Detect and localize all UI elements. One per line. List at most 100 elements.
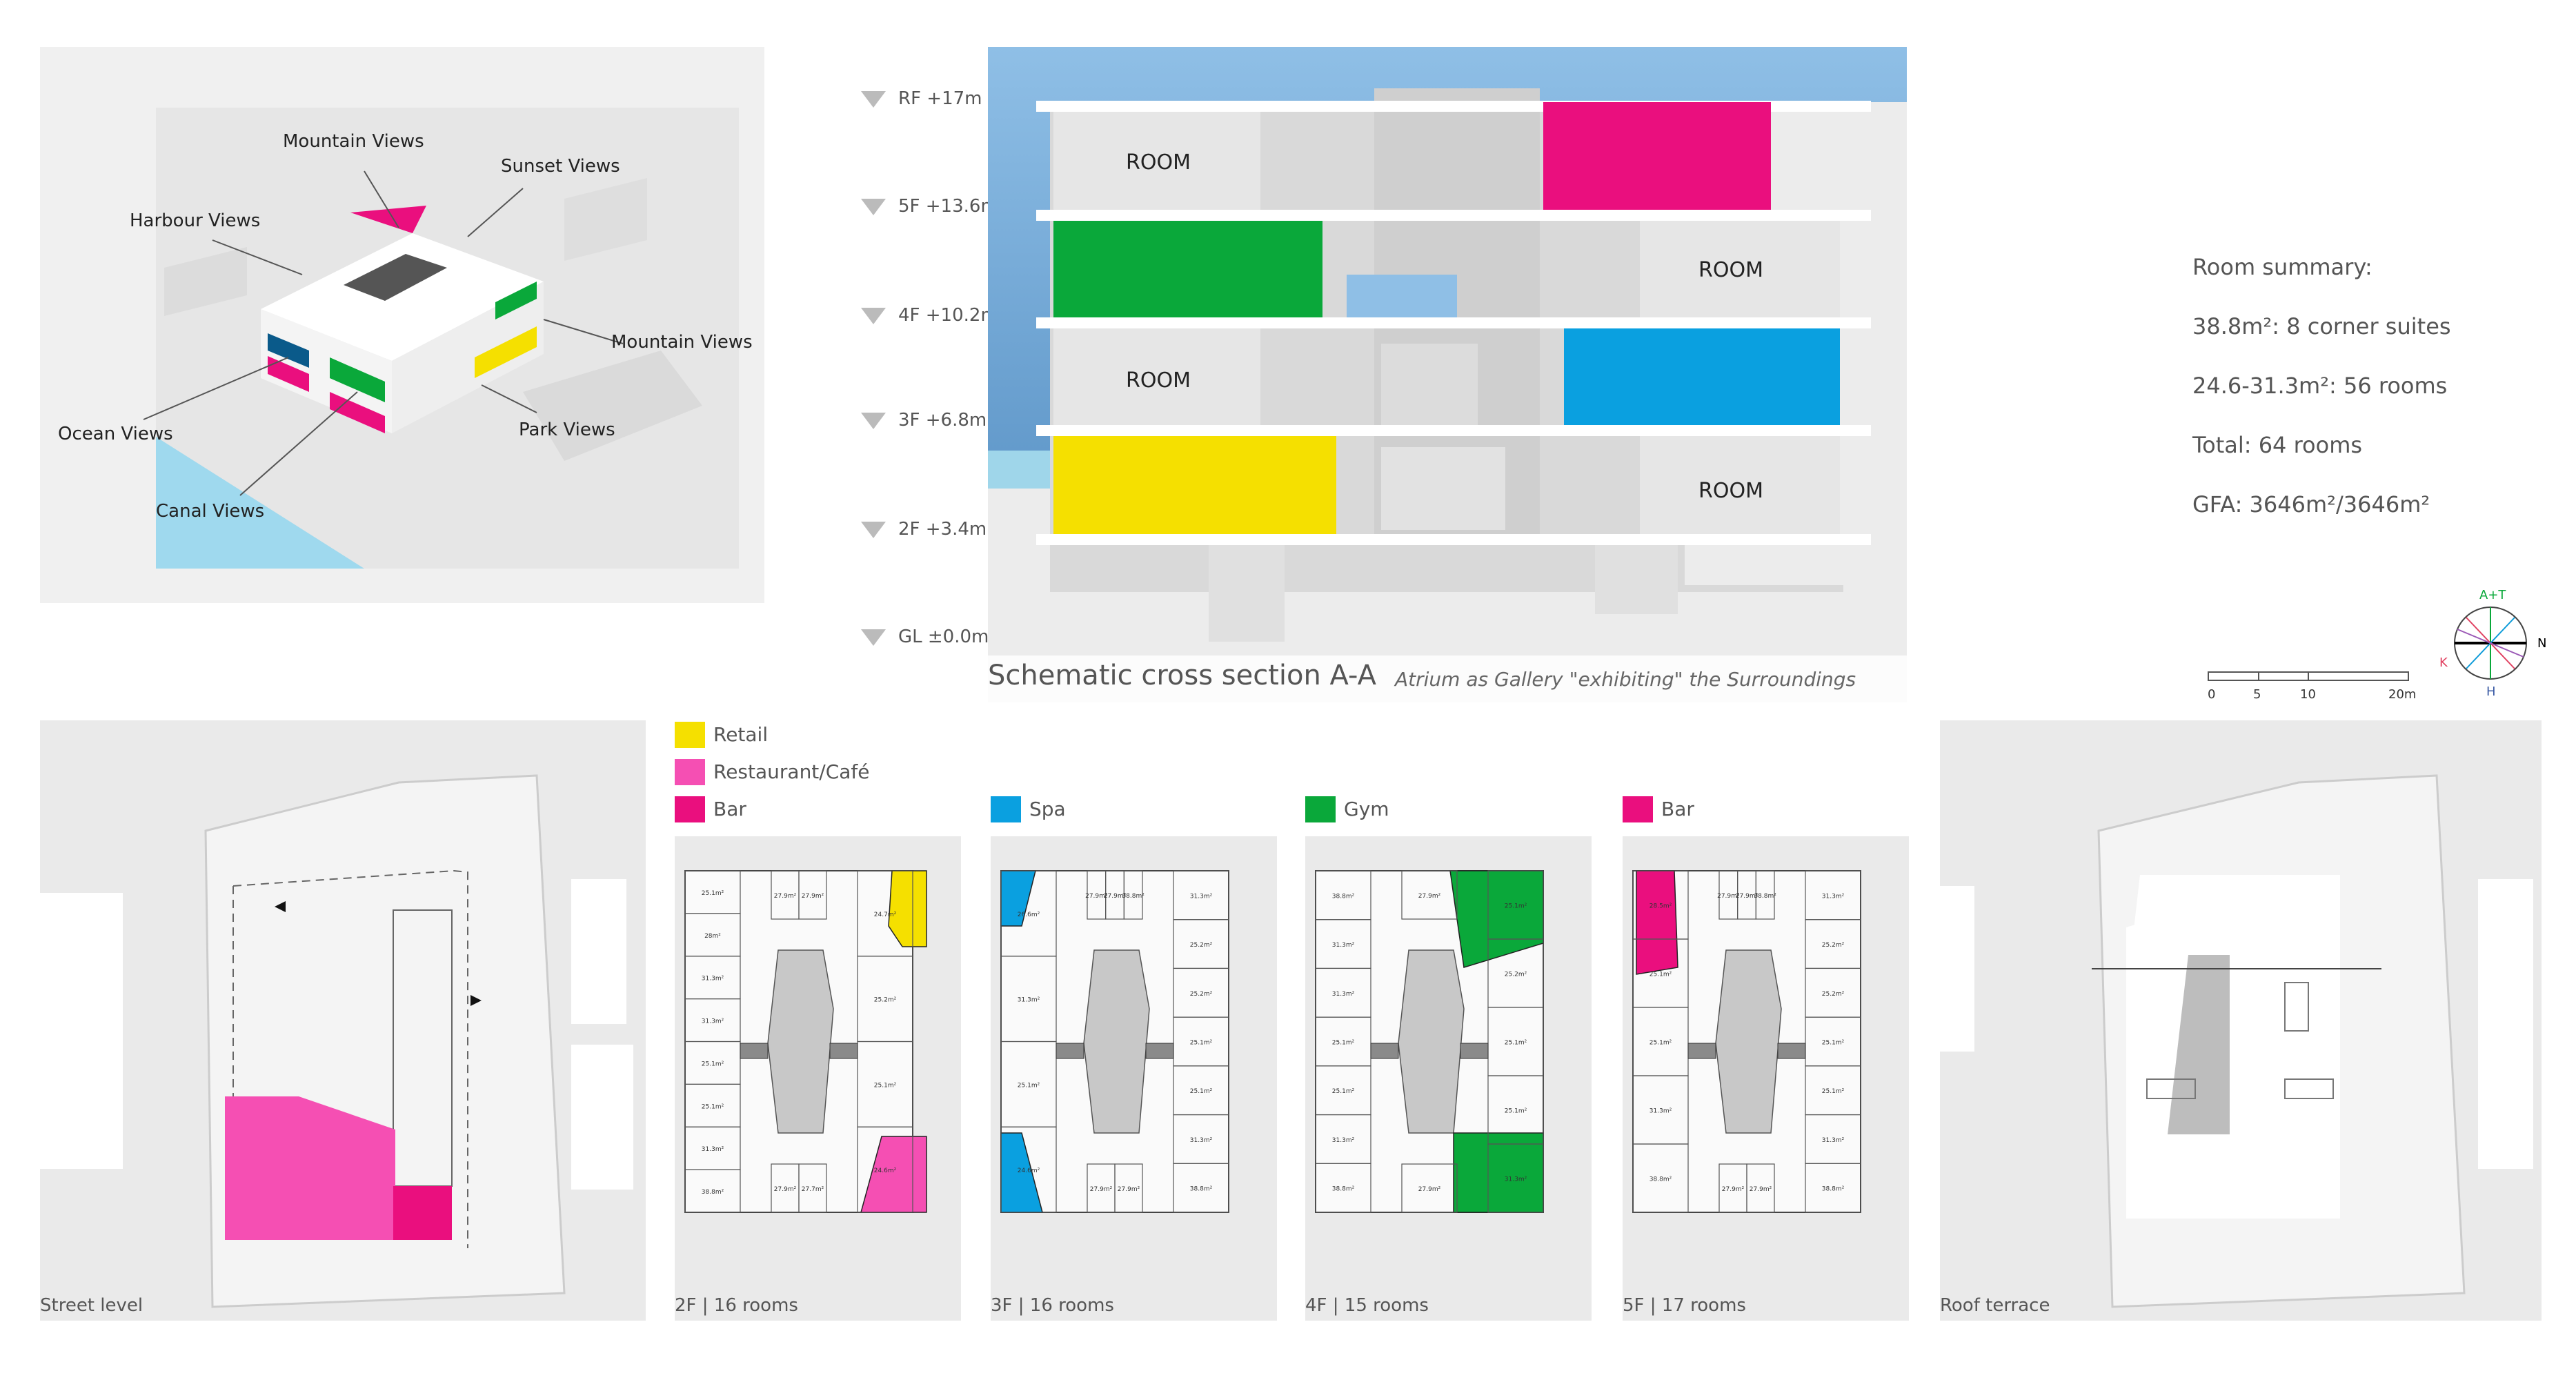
legend-2f: Retail Restaurant/Café Bar — [675, 722, 964, 827]
summary-rooms: 24.6-31.3m²: 56 rooms — [2192, 373, 2448, 399]
label-mountain-views-right: Mountain Views — [611, 332, 753, 353]
label-park-views: Park Views — [519, 420, 615, 440]
room-label-3f: ROOM — [1126, 368, 1191, 393]
level-3f: 3F +6.8m — [898, 410, 987, 431]
plan-room-area: 27.9m² — [1736, 893, 1758, 900]
canal-area — [156, 437, 364, 569]
views-diagram — [143, 108, 739, 569]
label-mountain-views-top: Mountain Views — [283, 131, 424, 152]
plan-room-area: 25.1m² — [1649, 972, 1672, 978]
plan-room-area: 27.7m² — [802, 1186, 824, 1193]
legend-swatch-bar-5f — [1623, 796, 1653, 822]
section-caption-bar — [988, 656, 1907, 702]
compass-left: K — [2439, 656, 2448, 670]
plan-room-area: 25.1m² — [1190, 1088, 1213, 1095]
plan-room-area: 25.2m² — [1505, 972, 1527, 978]
caption-4f: 4F | 15 rooms — [1305, 1295, 1429, 1316]
plan-room-area: 25.1m² — [1505, 1040, 1527, 1047]
compass: A+T H N K — [2428, 586, 2553, 704]
plan-room-area: 27.9m² — [1090, 1186, 1113, 1193]
caption-3f: 3F | 16 rooms — [991, 1295, 1114, 1316]
plan-room-area: 38.8m² — [1122, 893, 1145, 900]
scale-20m: 20m — [2388, 687, 2417, 702]
caption-street-level: Street level — [40, 1295, 143, 1316]
plan-room-area: 27.9m² — [1104, 893, 1127, 900]
legend-restaurant: Restaurant/Café — [713, 760, 870, 783]
legend-bar-5f: Bar — [1661, 798, 1694, 820]
plan-room-area: 31.3m² — [702, 1146, 724, 1153]
plan-room-area: 25.2m² — [1190, 942, 1213, 949]
legend-3f: Spa — [991, 796, 1198, 827]
plan-room-area: 27.9m² — [1085, 893, 1108, 900]
plan-room-area: 27.9m² — [1750, 1186, 1772, 1193]
plan-room-area: 31.3m² — [1505, 1176, 1527, 1183]
plan-room-area: 27.9m² — [774, 893, 797, 900]
plan-room-area: 31.3m² — [1190, 1137, 1213, 1144]
plan-room-area: 31.3m² — [1649, 1108, 1672, 1115]
legend-swatch-bar — [675, 796, 705, 822]
compass-top: A+T — [2479, 588, 2506, 602]
scale-0: 0 — [2208, 687, 2216, 702]
legend-5f: Bar — [1623, 796, 1830, 827]
plan-room-area: 27.9m² — [1418, 1186, 1441, 1193]
plan-room-area: 25.1m² — [702, 890, 724, 897]
plan-room-area: 38.8m² — [1822, 1186, 1845, 1193]
plan-room-area: 25.2m² — [1190, 991, 1213, 998]
legend-swatch-spa — [991, 796, 1021, 822]
plan-room-area: 26.6m² — [1018, 911, 1040, 918]
cross-section-render: ROOM ROOM ROOM ROOM Schematic cross sect… — [988, 47, 1907, 702]
label-ocean-views: Ocean Views — [58, 424, 173, 444]
plan-room-area: 38.8m² — [1190, 1186, 1213, 1193]
level-2f: 2F +3.4m — [898, 519, 987, 540]
plan-room-area: 25.1m² — [1190, 1040, 1213, 1047]
building-massing — [261, 206, 544, 433]
plan-room-area: 25.2m² — [1822, 991, 1845, 998]
plan-room-area: 25.1m² — [1822, 1088, 1845, 1095]
plan-room-area: 28m² — [704, 933, 721, 940]
plan-room-area: 25.1m² — [702, 1061, 724, 1067]
street-level-drawing — [40, 774, 633, 1308]
summary-gfa: GFA: 3646m²/3646m² — [2192, 491, 2430, 518]
plan-room-area: 25.1m² — [1822, 1040, 1845, 1047]
label-harbour-views: Harbour Views — [130, 210, 261, 231]
legend-swatch-restaurant — [675, 759, 705, 785]
legend-swatch-gym — [1305, 796, 1336, 822]
plan-room-area: 38.8m² — [1649, 1176, 1672, 1183]
section-title: Schematic cross section A-A — [988, 660, 1376, 691]
summary-corner-suites: 38.8m²: 8 corner suites — [2192, 313, 2451, 339]
plan-room-area: 31.3m² — [702, 976, 724, 983]
plan-room-area: 25.1m² — [1332, 1040, 1355, 1047]
level-rf: RF +17m — [898, 88, 982, 109]
plan-room-area: 31.3m² — [1822, 1137, 1845, 1144]
roof-terrace-drawing — [1940, 774, 2533, 1308]
plan-3f-drawing: 26.6m²31.3m²25.1m²24.6m²31.3m²25.2m²25.2… — [1000, 870, 1229, 1213]
plan-room-area: 27.9m² — [1717, 893, 1740, 900]
plan-4f-drawing: 38.8m²31.3m²31.3m²25.1m²25.1m²31.3m²38.8… — [1315, 870, 1544, 1213]
plan-room-area: 31.3m² — [1332, 1137, 1355, 1144]
legend-4f: Gym — [1305, 796, 1512, 827]
plan-room-area: 38.8m² — [1332, 1186, 1355, 1193]
plan-room-area: 31.3m² — [1332, 991, 1355, 998]
plan-room-area: 25.2m² — [874, 997, 897, 1004]
plan-room-area: 27.9m² — [1118, 1186, 1140, 1193]
plan-room-area: 25.1m² — [1505, 1108, 1527, 1115]
plan-room-area: 31.3m² — [702, 1018, 724, 1025]
compass-icon — [2454, 607, 2527, 680]
plan-5f-drawing: 28.5m²25.1m²25.1m²31.3m²38.8m²31.3m²25.2… — [1632, 870, 1861, 1213]
plan-room-area: 27.9m² — [1418, 893, 1441, 900]
summary-total: Total: 64 rooms — [2192, 432, 2363, 458]
plan-room-area: 27.9m² — [802, 893, 824, 900]
compass-right: N — [2537, 636, 2547, 651]
plan-room-area: 31.3m² — [1822, 893, 1845, 900]
summary-title: Room summary: — [2192, 254, 2372, 280]
caption-roof-terrace: Roof terrace — [1940, 1295, 2050, 1316]
level-gl: GL ±0.0m — [898, 627, 989, 647]
caption-2f: 2F | 16 rooms — [675, 1295, 798, 1316]
section-subtitle: Atrium as Gallery "exhibiting" the Surro… — [1395, 668, 1856, 691]
scale-5: 5 — [2253, 687, 2261, 702]
plan-room-area: 27.9m² — [774, 1186, 797, 1193]
